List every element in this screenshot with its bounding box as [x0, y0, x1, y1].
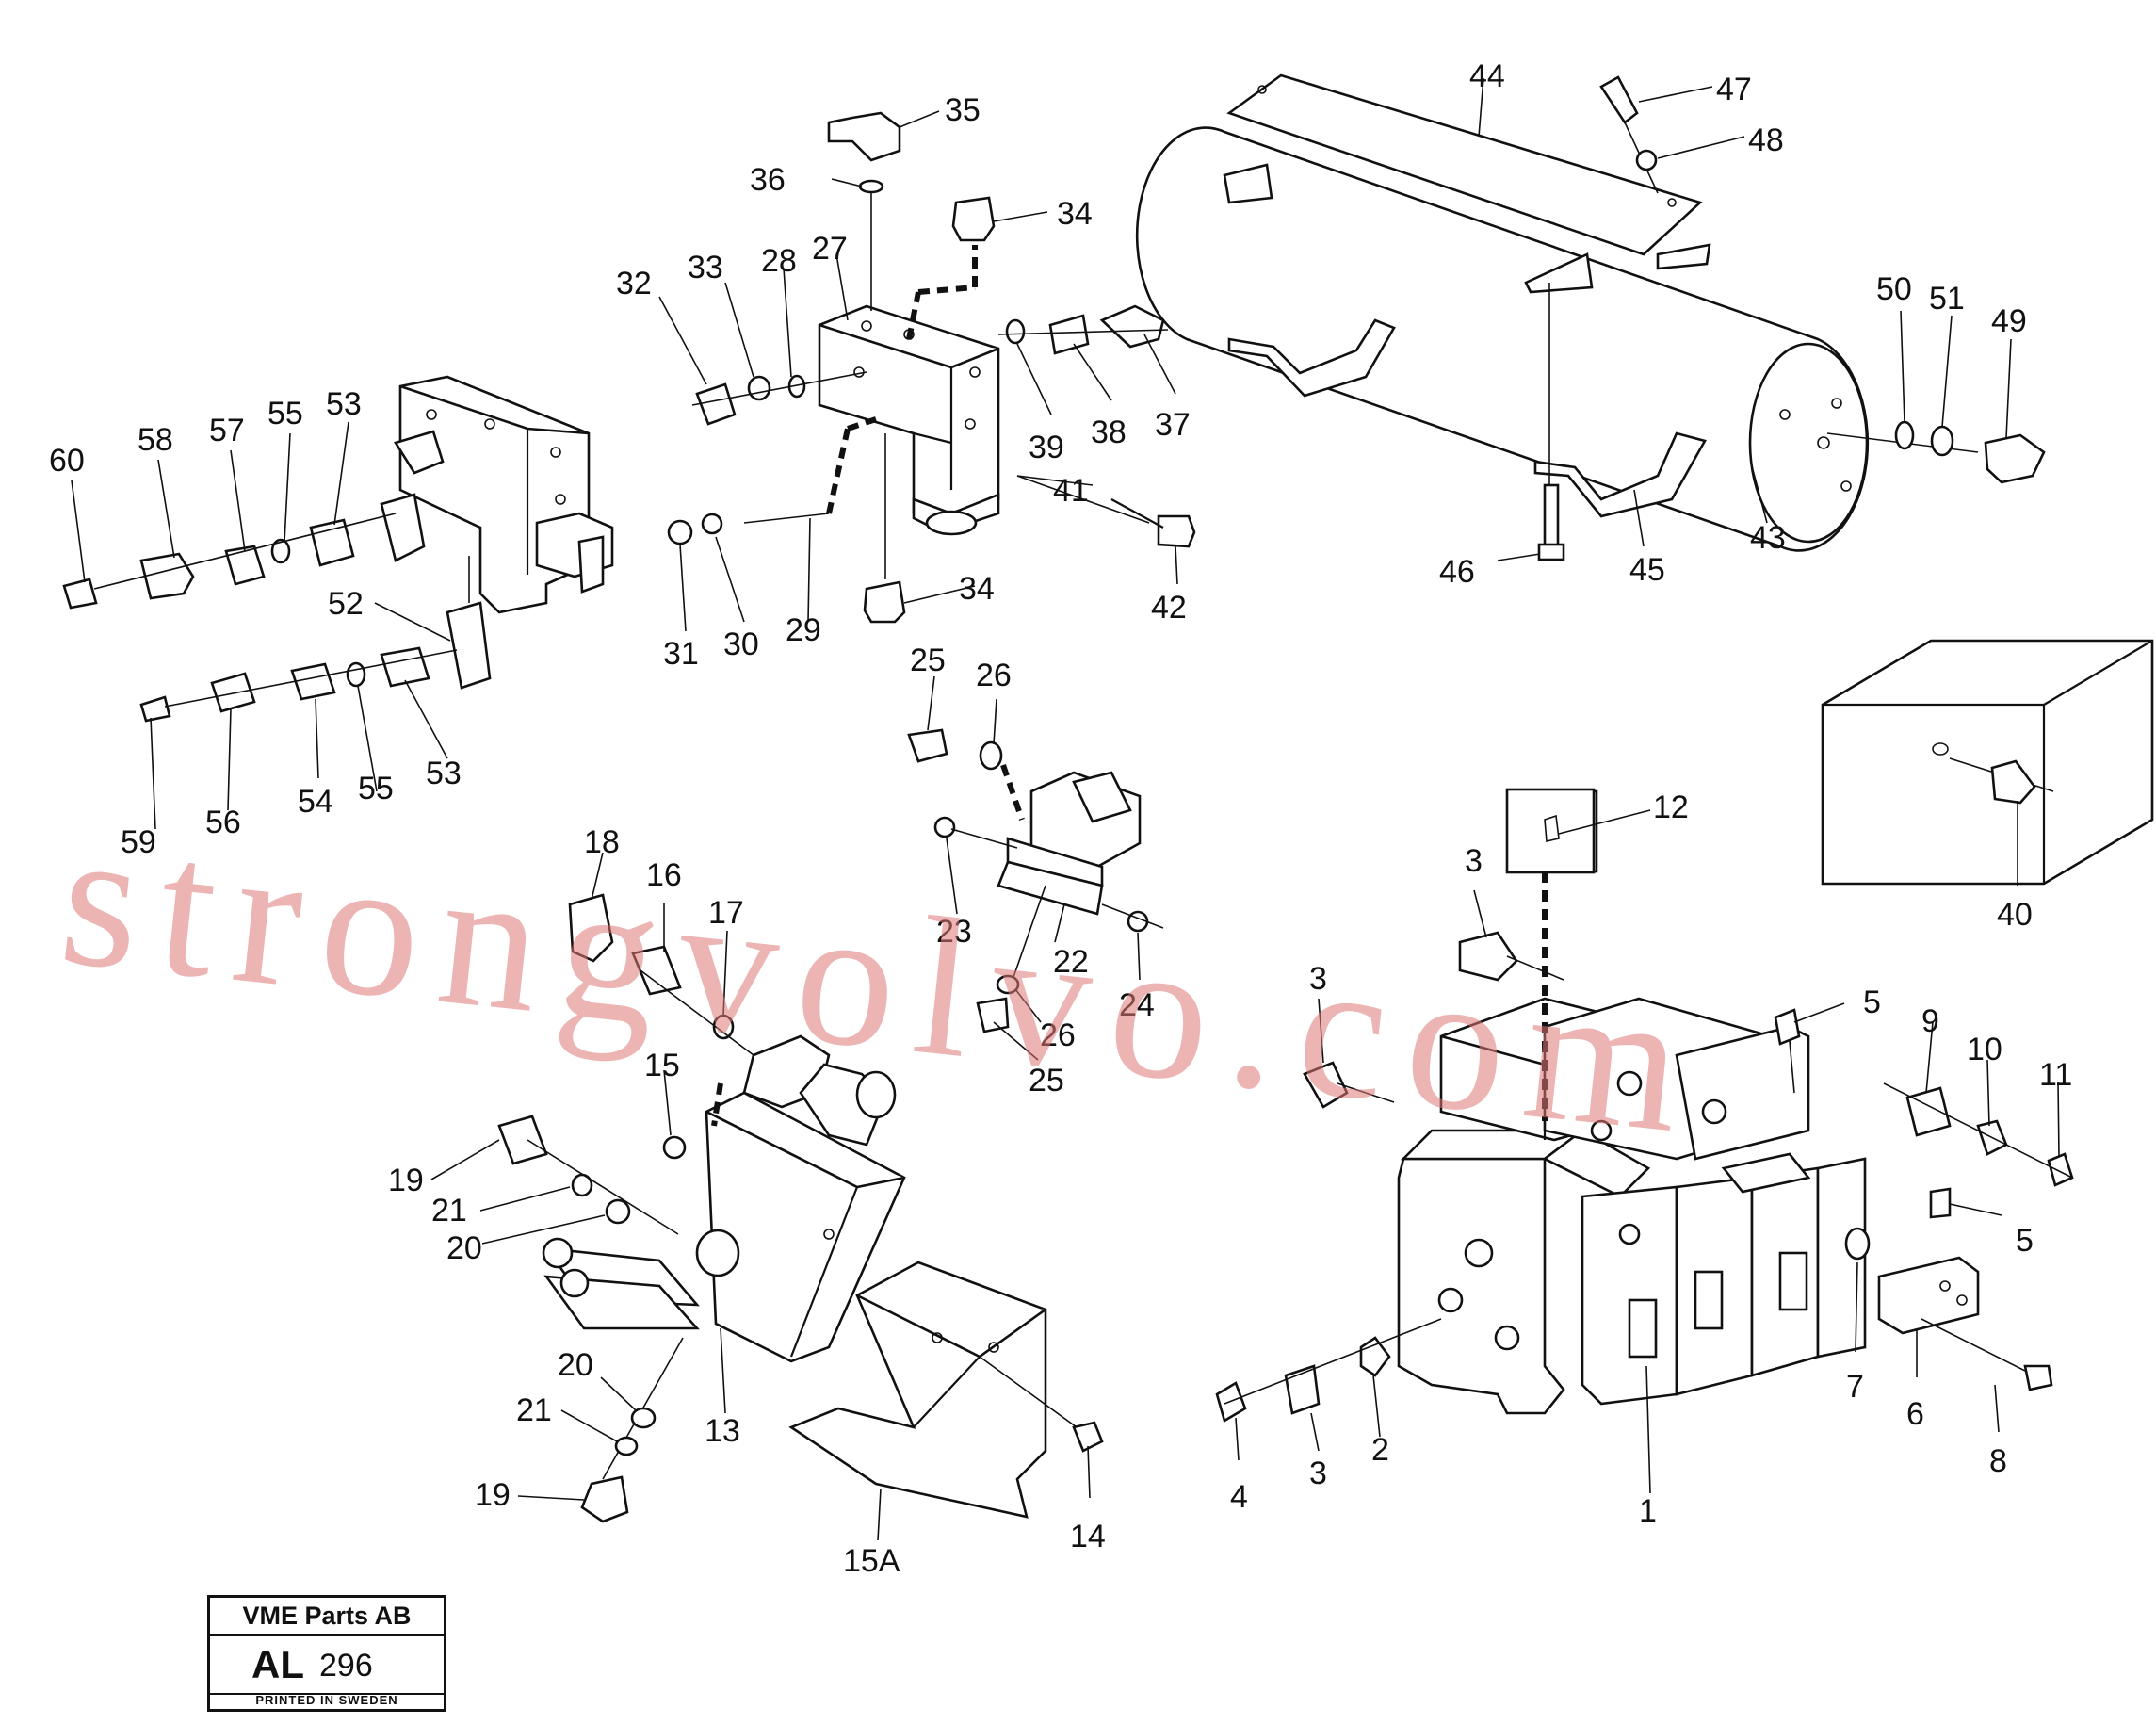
part-label-9: 9: [1921, 1003, 1939, 1039]
part-label-43: 43: [1750, 520, 1786, 556]
part-label-22: 22: [1053, 944, 1089, 980]
part-label-40: 40: [1997, 897, 2033, 933]
part-label-57: 57: [209, 413, 245, 448]
part-label-29: 29: [786, 612, 821, 648]
part-label-59: 59: [121, 824, 156, 860]
part-label-5: 5: [1863, 985, 1881, 1020]
part-label-33: 33: [688, 250, 723, 285]
part-label-10: 10: [1967, 1032, 2002, 1067]
part-label-48: 48: [1748, 122, 1784, 158]
part-label-60: 60: [49, 443, 85, 479]
part-label-31: 31: [663, 636, 699, 672]
part-number-labels: 1 2 3 3 3 3 4 5 5 6 7 8 9 10 11 12 13 14…: [49, 58, 2072, 1579]
part-label-11: 11: [2039, 1057, 2072, 1093]
part-label-15A: 15A: [843, 1543, 900, 1579]
part-label-16: 16: [646, 857, 682, 893]
watermark: strongvolvo.com: [52, 787, 1711, 1176]
part-label-46: 46: [1439, 554, 1475, 590]
part-label-2: 2: [1371, 1432, 1389, 1468]
part-label-19: 19: [388, 1163, 424, 1198]
part-label-58: 58: [138, 422, 173, 458]
part-label-41: 41: [1053, 473, 1089, 509]
part-label-55: 55: [358, 771, 394, 806]
air-tank-assembly: [1135, 73, 2046, 561]
part-label-23: 23: [936, 914, 972, 950]
part-label-56: 56: [205, 805, 241, 840]
drawing-code: AL 296: [210, 1636, 444, 1695]
part-label-1: 1: [1639, 1493, 1657, 1529]
part-label-32: 32: [616, 266, 652, 301]
part-label-50: 50: [1876, 271, 1912, 307]
part-label-26: 26: [976, 658, 1012, 693]
part-label-26: 26: [1040, 1017, 1076, 1053]
part-label-17: 17: [708, 895, 744, 931]
reservoir-box: [1821, 639, 2154, 886]
part-label-6: 6: [1906, 1396, 1924, 1432]
part-label-18: 18: [584, 824, 620, 860]
drawing-code-number: 296: [319, 1648, 373, 1684]
part-label-45: 45: [1629, 552, 1665, 588]
part-label-21: 21: [431, 1193, 467, 1229]
part-label-13: 13: [705, 1413, 740, 1449]
drawing-code-prefix: AL: [251, 1642, 304, 1686]
part-label-34: 34: [959, 571, 995, 607]
pressure-switch-assembly: [907, 675, 1164, 1061]
part-label-44: 44: [1469, 58, 1505, 94]
part-label-55: 55: [267, 396, 303, 431]
part-label-19: 19: [475, 1477, 511, 1513]
part-label-42: 42: [1151, 590, 1187, 626]
part-label-53: 53: [326, 386, 362, 422]
part-label-24: 24: [1119, 987, 1155, 1023]
part-label-52: 52: [328, 586, 364, 622]
company-name: VME Parts AB: [210, 1598, 444, 1636]
part-label-3: 3: [1465, 843, 1483, 879]
part-label-30: 30: [723, 627, 759, 662]
part-label-3: 3: [1309, 1456, 1327, 1491]
part-label-27: 27: [812, 231, 848, 267]
part-label-38: 38: [1091, 415, 1127, 450]
part-label-54: 54: [298, 784, 333, 820]
part-label-51: 51: [1929, 281, 1965, 317]
main-control-valve: [1215, 788, 2074, 1494]
part-label-35: 35: [945, 92, 981, 128]
part-label-8: 8: [1989, 1443, 2007, 1479]
part-label-20: 20: [558, 1347, 593, 1383]
part-label-12: 12: [1653, 789, 1689, 825]
part-label-34: 34: [1057, 196, 1093, 232]
solenoid-valve-assembly: [62, 375, 614, 830]
part-label-3: 3: [1309, 961, 1327, 997]
part-label-47: 47: [1716, 72, 1752, 107]
part-label-53: 53: [426, 756, 462, 791]
part-label-25: 25: [910, 643, 946, 678]
part-label-37: 37: [1155, 407, 1191, 443]
part-label-7: 7: [1846, 1369, 1864, 1405]
print-footer: PRINTED IN SWEDEN: [255, 1693, 398, 1707]
part-label-25: 25: [1029, 1063, 1064, 1098]
part-label-28: 28: [761, 243, 797, 279]
part-label-49: 49: [1991, 303, 2027, 339]
part-label-5: 5: [2016, 1223, 2034, 1259]
part-label-36: 36: [750, 162, 786, 198]
valve-bracket-assembly: [430, 852, 1104, 1541]
valve-block-assembly: [658, 110, 1196, 632]
part-label-15: 15: [644, 1048, 680, 1083]
part-label-39: 39: [1029, 430, 1064, 465]
title-block: VME Parts AB AL 296 PRINTED IN SWEDEN: [207, 1595, 446, 1712]
part-label-20: 20: [446, 1230, 482, 1266]
part-label-21: 21: [516, 1392, 552, 1428]
part-label-4: 4: [1230, 1479, 1248, 1515]
part-label-14: 14: [1070, 1519, 1106, 1554]
